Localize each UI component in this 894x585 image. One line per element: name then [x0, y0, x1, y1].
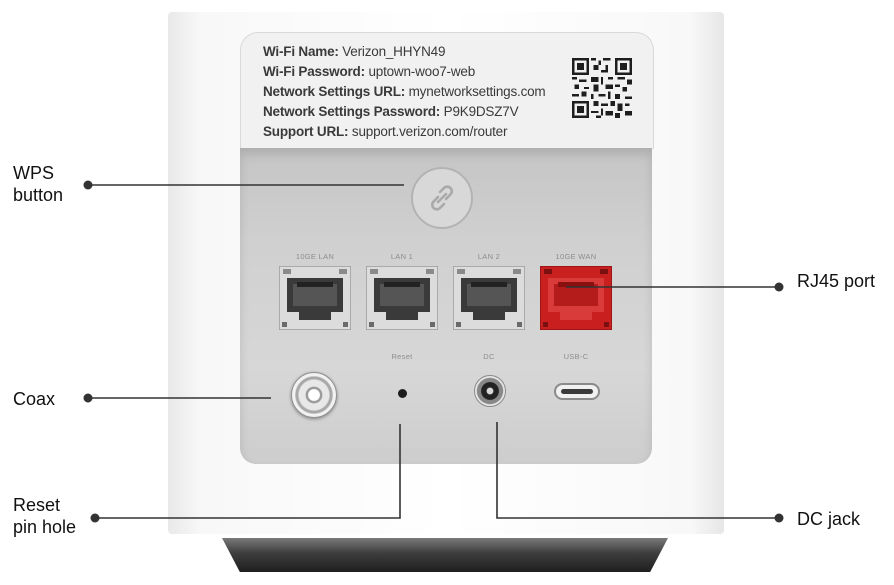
wifi-name-key: Wi-Fi Name: [263, 44, 339, 59]
port-label-dc: DC [483, 352, 495, 361]
wifi-password-key: Wi-Fi Password: [263, 64, 365, 79]
reset-pin-hole[interactable] [398, 389, 407, 398]
router-stand-base [222, 538, 668, 572]
callout-wps-line2: button [13, 185, 64, 205]
port-label-lan2: LAN 2 [477, 252, 501, 261]
callout-coax: Coax [13, 389, 56, 409]
network-settings-password-key: Network Settings Password: [263, 104, 441, 119]
port-label-reset: Reset [391, 352, 413, 361]
callout-dot-wps [83, 180, 93, 190]
callout-dot-reset [90, 513, 100, 523]
dc-jack[interactable] [474, 375, 506, 407]
callout-reset-pin-hole: Reset pin hole [13, 494, 76, 538]
callout-line-reset [95, 424, 401, 519]
link-chain-icon [430, 185, 454, 211]
callout-dot-dc [774, 513, 784, 523]
port-label-10ge-lan: 10GE LAN [295, 252, 335, 261]
wifi-name-value: Verizon_HHYN49 [342, 44, 446, 59]
callout-wps-button: WPS button [13, 162, 63, 206]
ethernet-port-lan2[interactable] [453, 266, 525, 330]
callout-reset-line1: Reset [13, 495, 61, 515]
wifi-password-value: uptown-woo7-web [368, 64, 476, 79]
callout-rj45-port: RJ45 port [797, 271, 876, 291]
callout-dc-jack: DC jack [797, 509, 861, 529]
callout-reset-line2: pin hole [13, 517, 77, 537]
wps-button[interactable] [411, 167, 473, 229]
coax-connector[interactable] [291, 372, 337, 418]
callout-wps-line1: WPS [13, 163, 55, 183]
ethernet-port-10ge-lan[interactable] [279, 266, 351, 330]
support-url-row: Support URL: support.verizon.com/router [263, 124, 507, 139]
network-settings-url-value: mynetworksettings.com [408, 84, 546, 99]
network-settings-url-key: Network Settings URL: [263, 84, 406, 99]
callout-dot-rj45 [774, 282, 784, 292]
callout-dot-coax [83, 393, 93, 403]
wifi-password-row: Wi-Fi Password: uptown-woo7-web [263, 64, 475, 79]
qr-code-icon [572, 58, 632, 118]
network-settings-password-row: Network Settings Password: P9K9DSZ7V [263, 104, 519, 119]
ethernet-port-lan1[interactable] [366, 266, 438, 330]
support-url-key: Support URL: [263, 124, 349, 139]
port-label-usbc: USB-C [563, 352, 589, 361]
port-label-lan1: LAN 1 [390, 252, 414, 261]
support-url-value: support.verizon.com/router [351, 124, 508, 139]
usbc-port[interactable] [554, 383, 600, 400]
port-label-10ge-wan: 10GE WAN [555, 252, 597, 261]
callout-line-dc [496, 422, 779, 519]
wifi-name-row: Wi-Fi Name: Verizon_HHYN49 [263, 44, 445, 59]
network-settings-url-row: Network Settings URL: mynetworksettings.… [263, 84, 546, 99]
ethernet-port-10ge-wan[interactable] [540, 266, 612, 330]
network-settings-password-value: P9K9DSZ7V [443, 104, 519, 119]
